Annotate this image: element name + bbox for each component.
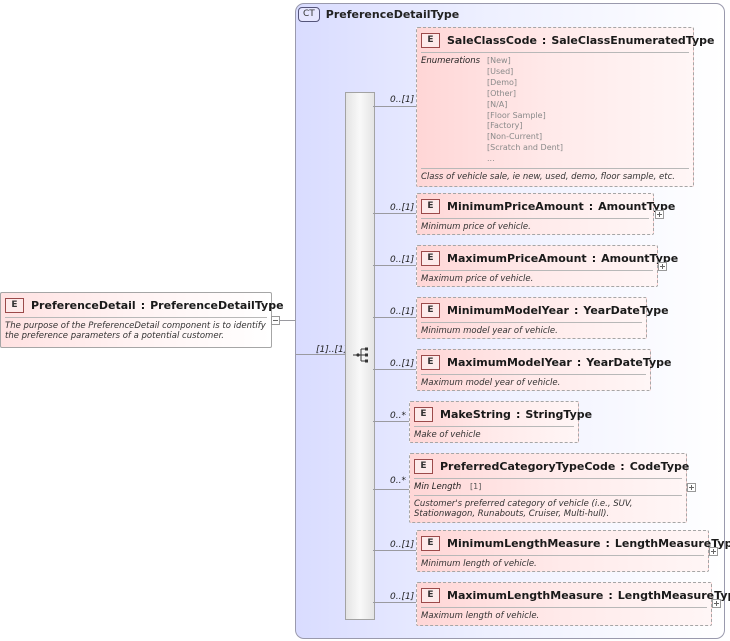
expand-icon[interactable] — [712, 599, 721, 608]
element-type: LengthMeasureType — [617, 588, 730, 602]
element-icon: E — [421, 535, 440, 551]
connector-line — [373, 550, 416, 551]
multiplicity-label: 0..[1] — [390, 95, 415, 105]
element-type: YearDateType — [583, 303, 669, 317]
enumeration-value: [Demo] — [487, 77, 518, 87]
element-box-minimum-length-measure[interactable]: E MinimumLengthMeasure : LengthMeasureTy… — [416, 530, 730, 572]
element-name: MaximumModelYear — [447, 355, 572, 369]
element-name: MaximumPriceAmount — [447, 251, 587, 265]
element-description: Customer's preferred category of vehicle… — [414, 494, 682, 519]
multiplicity-label: 0..[1] — [390, 540, 415, 550]
element-type: LengthMeasureType — [614, 536, 730, 550]
enumeration-value: [Floor Sample] — [487, 110, 546, 120]
connector-line — [373, 489, 409, 490]
enumerations-facet: Enumerations [New] [Used] [Demo] [Other]… — [421, 52, 689, 165]
element-icon: E — [421, 302, 440, 318]
enumeration-value: [Used] — [487, 66, 514, 76]
element-icon: E — [414, 458, 433, 474]
min-length-facet: Min Length [1] — [414, 478, 682, 493]
collapse-icon[interactable] — [271, 316, 280, 325]
element-description: Class of vehicle sale, ie new, used, dem… — [421, 168, 689, 182]
enumeration-list: [New] [Used] [Demo] [Other] [N/A] [Floor… — [487, 56, 563, 165]
element-box-make-string[interactable]: E MakeString : StringType Make of vehicl… — [409, 401, 592, 443]
connector-line — [296, 354, 345, 355]
element-name: SaleClassCode — [447, 33, 537, 47]
element-type: AmountType — [601, 251, 679, 265]
element-icon: E — [421, 587, 440, 603]
root-element-box[interactable]: E PreferenceDetail : PreferenceDetailTyp… — [0, 292, 284, 348]
facet-value: [1] — [470, 482, 482, 491]
element-description: Maximum price of vehicle. — [421, 270, 653, 284]
expand-icon[interactable] — [658, 262, 667, 271]
complex-type-header: CT PreferenceDetailType — [298, 6, 459, 22]
root-element-name: PreferenceDetail — [31, 298, 136, 312]
element-name: MinimumModelYear — [447, 303, 569, 317]
element-box-minimum-model-year[interactable]: E MinimumModelYear : YearDateType Minimu… — [416, 297, 669, 339]
multiplicity-label: 0..* — [390, 476, 406, 486]
element-icon: E — [421, 32, 440, 48]
element-name: MaximumLengthMeasure — [447, 588, 604, 602]
element-name: MinimumPriceAmount — [447, 199, 584, 213]
enumeration-value: ... — [487, 154, 495, 164]
multiplicity-label: 0..[1] — [390, 255, 415, 265]
type-separator: : — [140, 298, 146, 312]
facet-label: Min Length — [414, 482, 462, 492]
sequence-icon — [353, 347, 368, 363]
element-box-sale-class-code[interactable]: E SaleClassCode : SaleClassEnumeratedTyp… — [416, 27, 715, 187]
multiplicity-label: 0..[1] — [390, 359, 415, 369]
enumeration-value: [New] — [487, 56, 511, 65]
element-description: Maximum length of vehicle. — [421, 607, 707, 621]
expand-icon[interactable] — [687, 483, 696, 492]
facet-label: Enumerations — [421, 56, 481, 66]
element-type: SaleClassEnumeratedType — [551, 33, 715, 47]
element-description: Maximum model year of vehicle. — [421, 374, 646, 388]
enumeration-value: [Other] — [487, 88, 516, 98]
element-name: MakeString — [440, 407, 511, 421]
multiplicity-label: 0..[1] — [390, 307, 415, 317]
element-description: Minimum model year of vehicle. — [421, 322, 642, 336]
multiplicity-label: 0..* — [390, 411, 406, 421]
connector-line — [373, 369, 416, 370]
connector-line — [373, 421, 409, 422]
element-type: StringType — [525, 407, 593, 421]
complex-type-name: PreferenceDetailType — [325, 7, 460, 21]
element-description: Make of vehicle — [414, 426, 574, 440]
element-box-maximum-length-measure[interactable]: E MaximumLengthMeasure : LengthMeasureTy… — [416, 582, 730, 626]
element-icon: E — [5, 297, 24, 313]
expand-icon[interactable] — [655, 210, 664, 219]
element-box-minimum-price-amount[interactable]: E MinimumPriceAmount : AmountType Minimu… — [416, 193, 675, 235]
connector-line — [373, 317, 416, 318]
element-icon: E — [414, 406, 433, 422]
root-element-description: The purpose of the PreferenceDetail comp… — [5, 317, 267, 341]
connector-line — [373, 213, 416, 214]
element-box-preferred-category-type-code[interactable]: E PreferredCategoryTypeCode : CodeType M… — [409, 453, 690, 523]
connector-line — [373, 106, 416, 107]
enumeration-value: [Non-Current] — [487, 132, 543, 142]
enumeration-value: [N/A] — [487, 99, 508, 109]
element-type: AmountType — [598, 199, 676, 213]
element-description: Minimum price of vehicle. — [421, 218, 649, 232]
element-type: CodeType — [629, 459, 690, 473]
element-box-maximum-price-amount[interactable]: E MaximumPriceAmount : AmountType Maximu… — [416, 245, 678, 287]
multiplicity-label: 0..[1] — [390, 592, 415, 602]
enumeration-value: [Scratch and Dent] — [487, 143, 563, 153]
element-icon: E — [421, 198, 440, 214]
multiplicity-label: 0..[1] — [390, 203, 415, 213]
element-name: MinimumLengthMeasure — [447, 536, 601, 550]
element-description: Minimum length of vehicle. — [421, 555, 704, 569]
element-icon: E — [421, 354, 440, 370]
element-icon: E — [421, 250, 440, 266]
element-name: PreferredCategoryTypeCode — [440, 459, 616, 473]
element-box-maximum-model-year[interactable]: E MaximumModelYear : YearDateType Maximu… — [416, 349, 672, 391]
connector-line — [373, 265, 416, 266]
connector-line — [280, 320, 296, 321]
enumeration-value: [Factory] — [487, 121, 523, 131]
connector-line — [373, 602, 416, 603]
sequence-compositor — [345, 92, 375, 620]
expand-icon[interactable] — [709, 547, 718, 556]
root-element-type: PreferenceDetailType — [150, 298, 284, 312]
complex-type-badge: CT — [298, 6, 320, 22]
sequence-multiplicity: [1]..[1] — [316, 345, 348, 355]
element-type: YearDateType — [586, 355, 672, 369]
